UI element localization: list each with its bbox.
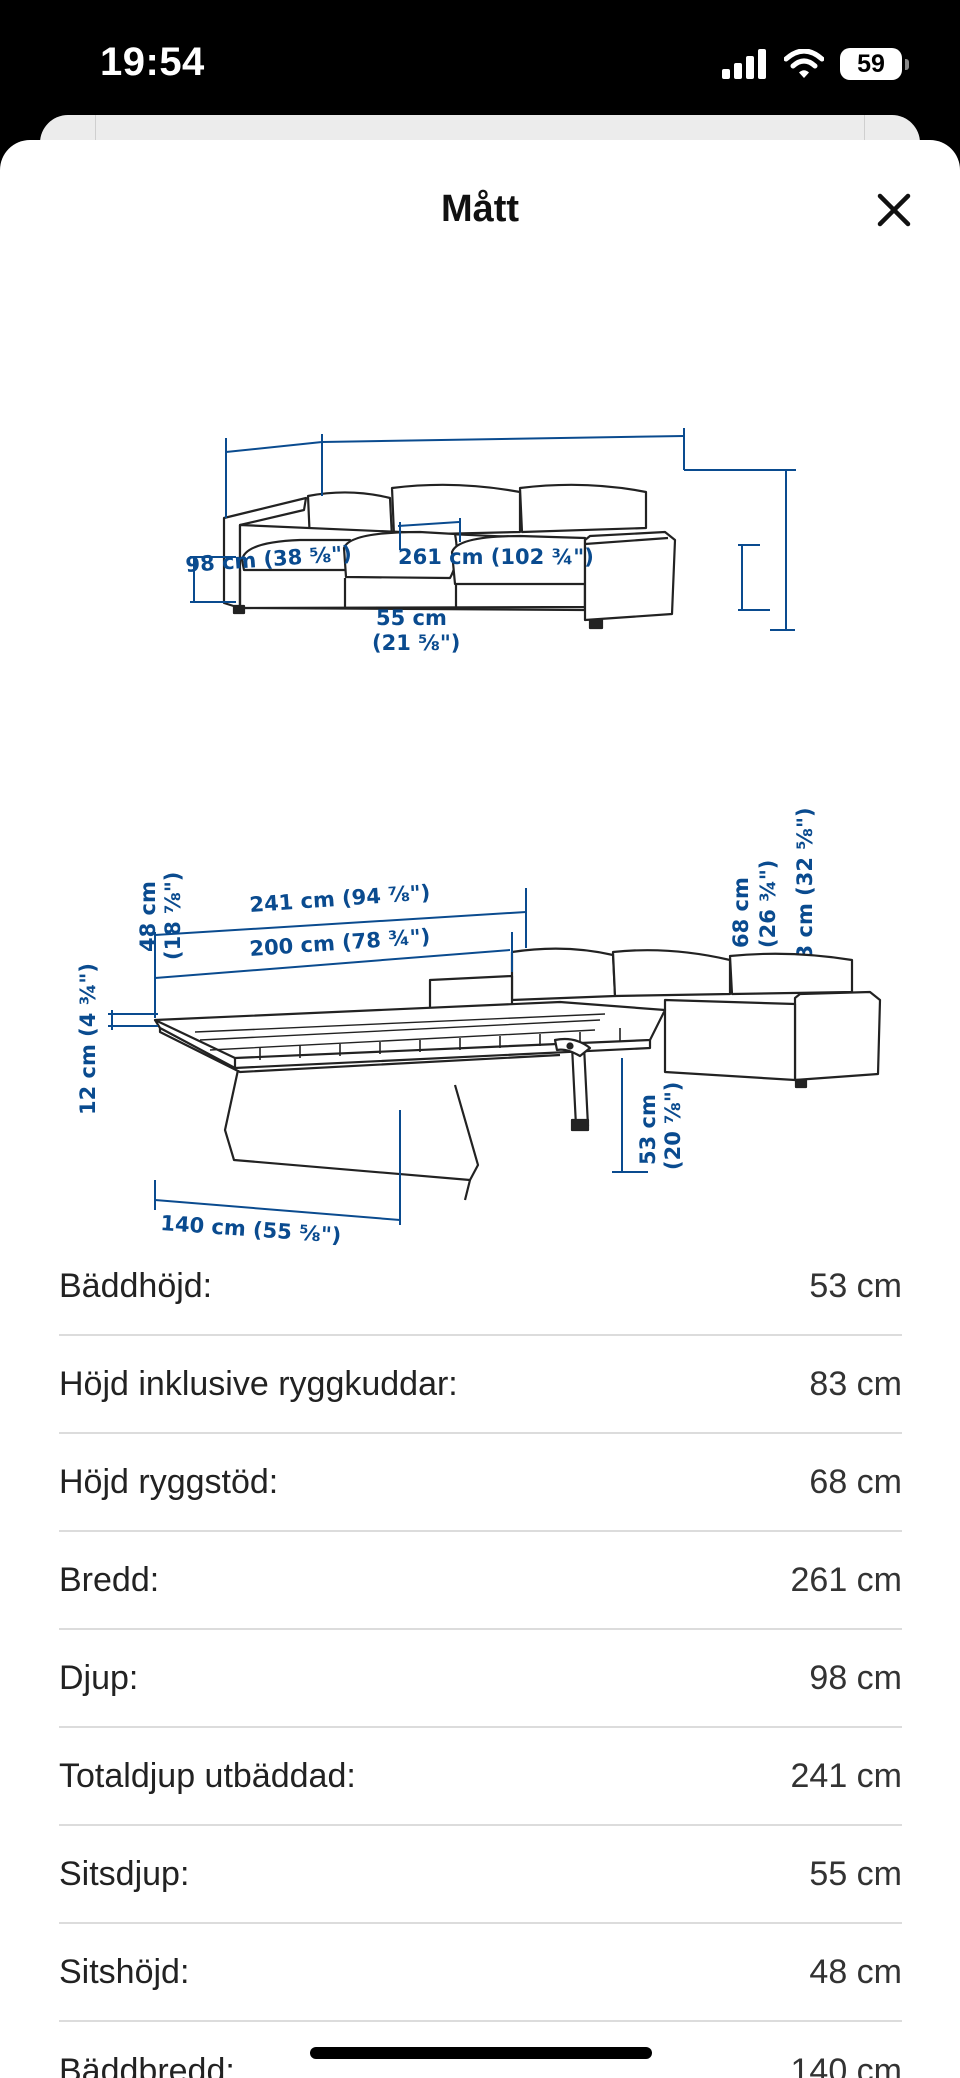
battery-icon: 59 [840, 48, 909, 80]
list-item: Djup: 98 cm [59, 1630, 902, 1728]
back-height-label-1: 68 cm [729, 877, 753, 948]
bed-height-label-1: 53 cm [636, 1094, 660, 1165]
bed-length-label: 200 cm (78 ¾") [249, 924, 431, 961]
sofa-bed-illustration [153, 947, 882, 1201]
total-height-label: 83 cm (32 ⅝") [793, 807, 817, 974]
list-item: Höjd inklusive ryggkuddar: 83 cm [59, 1336, 902, 1434]
status-bar: 19:54 59 [0, 0, 960, 130]
dimension-label: Höjd ryggstöd: [59, 1462, 279, 1501]
bed-total-depth-label: 241 cm (94 ⅞") [249, 880, 431, 917]
dimension-label: Bredd: [59, 1560, 160, 1599]
list-item: Bäddbredd: 140 cm [59, 2022, 902, 2078]
cellular-signal-icon [722, 49, 766, 79]
dimension-value: 68 cm [809, 1462, 902, 1501]
list-item: Bäddhöjd: 53 cm [59, 1238, 902, 1336]
seat-height-label-1: 48 cm [136, 881, 160, 952]
close-icon [877, 193, 911, 227]
dimension-label: Bäddhöjd: [59, 1266, 213, 1305]
bed-height-label-2: (20 ⅞") [661, 1082, 685, 1170]
seat-depth-label-1: 55 cm [376, 606, 447, 630]
dimension-label: Sitshöjd: [59, 1952, 190, 1991]
home-indicator[interactable] [310, 2047, 652, 2059]
list-item: Sitshöjd: 48 cm [59, 1924, 902, 2022]
status-time: 19:54 [100, 40, 205, 84]
dimension-value: 140 cm [790, 2051, 903, 2078]
dimension-label: Djup: [59, 1658, 139, 1697]
sofa-dimension-lines [190, 428, 796, 631]
dimension-value: 98 cm [809, 1658, 902, 1697]
dimension-value: 48 cm [809, 1952, 902, 1991]
close-button[interactable] [870, 186, 918, 234]
dimensions-sheet: Mått [0, 140, 960, 2078]
dimension-value: 53 cm [809, 1266, 902, 1305]
sheet-title: Mått [440, 188, 520, 230]
dimension-value: 55 cm [809, 1854, 902, 1893]
list-item: Höjd ryggstöd: 68 cm [59, 1434, 902, 1532]
sofa-bed-dimension-lines [108, 888, 648, 1225]
list-item: Sitsdjup: 55 cm [59, 1826, 902, 1924]
dimension-value: 83 cm [809, 1364, 902, 1403]
dimension-value: 261 cm [790, 1560, 903, 1599]
dimension-label: Höjd inklusive ryggkuddar: [59, 1364, 458, 1403]
list-item: Totaldjup utbäddad: 241 cm [59, 1728, 902, 1826]
dimension-label: Totaldjup utbäddad: [59, 1756, 356, 1795]
status-icons: 59 [722, 44, 909, 84]
back-height-label-2: (26 ¾") [756, 860, 780, 948]
dimension-label: Bäddbredd: [59, 2051, 235, 2078]
seat-depth-label-2: (21 ⅝") [372, 631, 460, 655]
dimension-diagram: 98 cm (38 ⅝") 261 cm (102 ¾") 55 cm (21 … [76, 428, 882, 1248]
sofa-width-label: 261 cm (102 ¾") [398, 545, 594, 569]
dimension-value: 241 cm [790, 1756, 903, 1795]
dimension-label: Sitsdjup: [59, 1854, 190, 1893]
list-item: Bredd: 261 cm [59, 1532, 902, 1630]
seat-height-label-2: (18 ⅞") [161, 872, 185, 960]
wifi-icon [784, 49, 824, 78]
mattress-thickness-label: 12 cm (4 ¾") [76, 963, 100, 1115]
dimensions-list: Bäddhöjd: 53 cm Höjd inklusive ryggkudda… [59, 1238, 902, 2078]
